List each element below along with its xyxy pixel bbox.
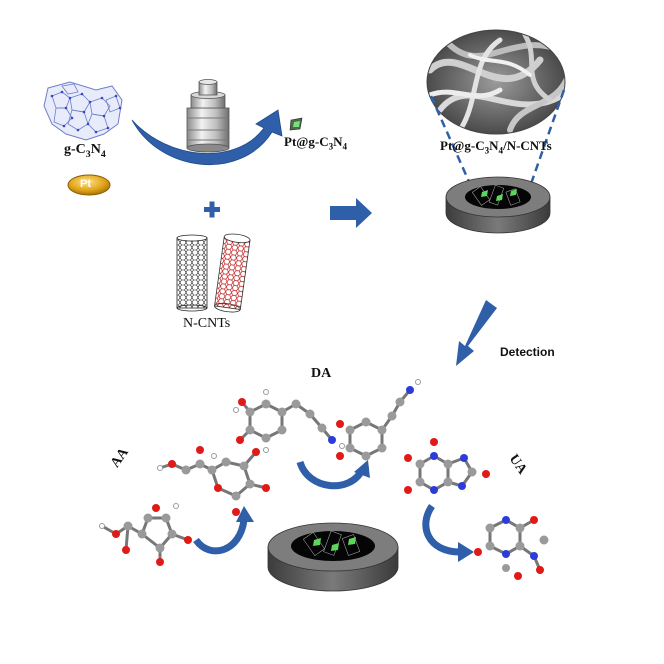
gc3n4-network-graphic (43, 81, 123, 141)
nanotube-1-graphic (176, 234, 208, 312)
ua-molecule-bottom (474, 516, 549, 580)
pt-gc3n4-label: Pt@g-C3N4 (284, 134, 348, 152)
right-arrow-icon (330, 198, 372, 228)
da-molecule-oxidized (336, 379, 421, 471)
plus-icon (204, 201, 220, 218)
synthesis-curved-arrow (131, 109, 283, 166)
autoclave-icon (186, 79, 230, 153)
gc3n4-label: g-C3N4 (64, 142, 106, 160)
detection-label: Detection (500, 345, 555, 359)
ua-reaction-arrow (422, 503, 474, 562)
detection-arrow-icon (456, 300, 497, 366)
aa-reaction-arrow (193, 506, 254, 555)
aa-molecule-bottom (99, 503, 192, 566)
electrode-center-graphic (267, 522, 399, 592)
pt-gc3n4-particle-icon (289, 117, 303, 131)
pt-coin-graphic (67, 174, 111, 196)
electrode-top-graphic (445, 176, 551, 234)
ua-molecule-top (404, 438, 490, 494)
ncnts-label: N-CNTs (183, 316, 231, 331)
sem-image-graphic (426, 29, 566, 135)
pt-badge-label: Pt (80, 178, 91, 190)
da-reaction-arrow (296, 460, 370, 490)
da-label: DA (311, 366, 332, 381)
aa-molecule-top (157, 446, 270, 516)
da-molecule-reduced (233, 389, 345, 453)
nanotube-2-graphic (214, 233, 251, 313)
composite-label: Pt@g-C3N4/N-CNTs (440, 138, 552, 156)
